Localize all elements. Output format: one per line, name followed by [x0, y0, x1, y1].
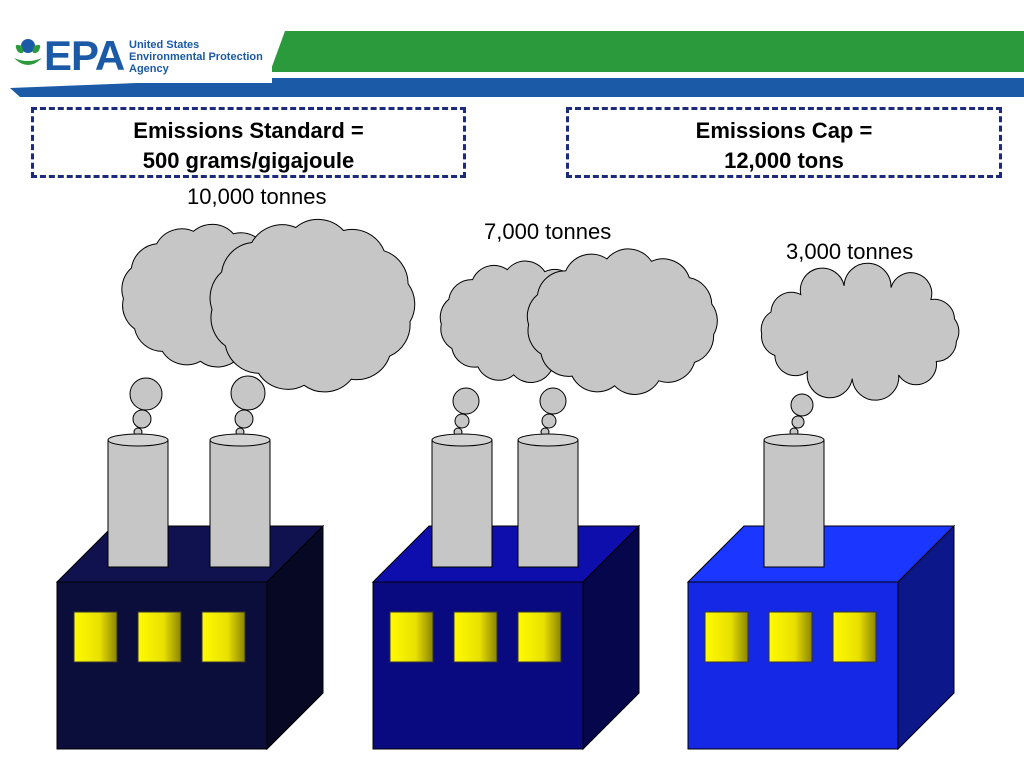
factory-1-cloud-front — [209, 218, 416, 393]
factory-3-front — [687, 581, 899, 750]
factory-2-stack-1-puff-2 — [454, 413, 470, 429]
header-green-band — [270, 31, 1024, 72]
factory-1-smokestack-1-top — [107, 433, 169, 447]
header-banner: EPA United States Environmental Protecti… — [0, 25, 1024, 97]
factory-2-smoke — [439, 248, 718, 437]
factory-3-side — [897, 524, 955, 751]
factory-2-cloud-front — [526, 248, 718, 395]
factory-3-smoke — [760, 262, 960, 437]
factory-1-stack-2-puff-3 — [230, 375, 266, 411]
factory-2-smokestack-1-top — [431, 433, 493, 447]
factory-1-smokestack-2-top — [209, 433, 271, 447]
factory-3-emission-label: 3,000 tonnes — [786, 239, 914, 264]
factory-1-window-2 — [137, 611, 182, 663]
emissions-standard-box: Emissions Standard = 500 grams/gigajoule — [31, 107, 466, 178]
factory-1-front — [56, 581, 268, 750]
factory-1-smokestack-2-body — [209, 439, 271, 568]
factory-2-front — [372, 581, 584, 750]
factory-3-stack-1-puff-3 — [790, 393, 814, 417]
factory-2-smokestack-1-body — [431, 439, 493, 568]
factory-1-window-3 — [201, 611, 246, 663]
epa-logo-mark: EPA — [44, 32, 125, 79]
factory-3 — [686, 433, 956, 751]
factory-2-emission-label: 7,000 tonnes — [484, 219, 612, 244]
emissions-cap-line-1: Emissions Cap = — [695, 118, 873, 143]
factory-3-stack-1-puff-2 — [791, 415, 805, 429]
factory-1 — [55, 433, 325, 751]
factory-2-stack-2-puff-3 — [539, 387, 567, 415]
factory-3-window-2 — [768, 611, 813, 663]
factory-1-emission-label: 10,000 tonnes — [187, 184, 327, 209]
factory-1-side — [266, 524, 324, 751]
factory-3-window-3 — [832, 611, 877, 663]
factory-2-smokestack-2-top — [517, 433, 579, 447]
factory-2-smokestack-2-body — [517, 439, 579, 568]
factory-1-stack-1-puff-2 — [132, 409, 152, 429]
logo-line-3: Agency — [129, 63, 170, 75]
epa-flower-icon — [14, 39, 42, 65]
factory-3-cloud — [760, 262, 960, 401]
logo-line-2: Environmental Protection — [129, 51, 263, 63]
factory-3-window-1 — [704, 611, 749, 663]
emissions-cap-box: Emissions Cap = 12,000 tons — [566, 107, 1002, 178]
epa-logo: EPA United States Environmental Protecti… — [14, 32, 263, 79]
factory-2-side — [582, 524, 640, 751]
logo-line-1: United States — [129, 39, 199, 51]
factory-1-smokestack-1-body — [107, 439, 169, 568]
factory-2-window-2 — [453, 611, 498, 663]
factory-1-stack-2-puff-2 — [234, 409, 254, 429]
factory-1-window-1 — [73, 611, 118, 663]
emissions-cap-line-2: 12,000 tons — [724, 148, 844, 173]
factory-2 — [371, 433, 641, 751]
factory-2-stack-1-puff-3 — [452, 387, 480, 415]
factory-3-smokestack-1-body — [763, 439, 825, 568]
factory-1-smoke — [121, 218, 416, 437]
factory-1-stack-1-puff-3 — [129, 377, 163, 411]
factory-2-stack-2-puff-2 — [541, 413, 557, 429]
factory-3-smokestack-1-top — [763, 433, 825, 447]
emissions-standard-line-2: 500 grams/gigajoule — [142, 148, 355, 173]
factory-scene — [55, 218, 960, 751]
factory-2-window-3 — [517, 611, 562, 663]
emissions-standard-line-1: Emissions Standard = — [133, 118, 364, 143]
factory-2-window-1 — [389, 611, 434, 663]
